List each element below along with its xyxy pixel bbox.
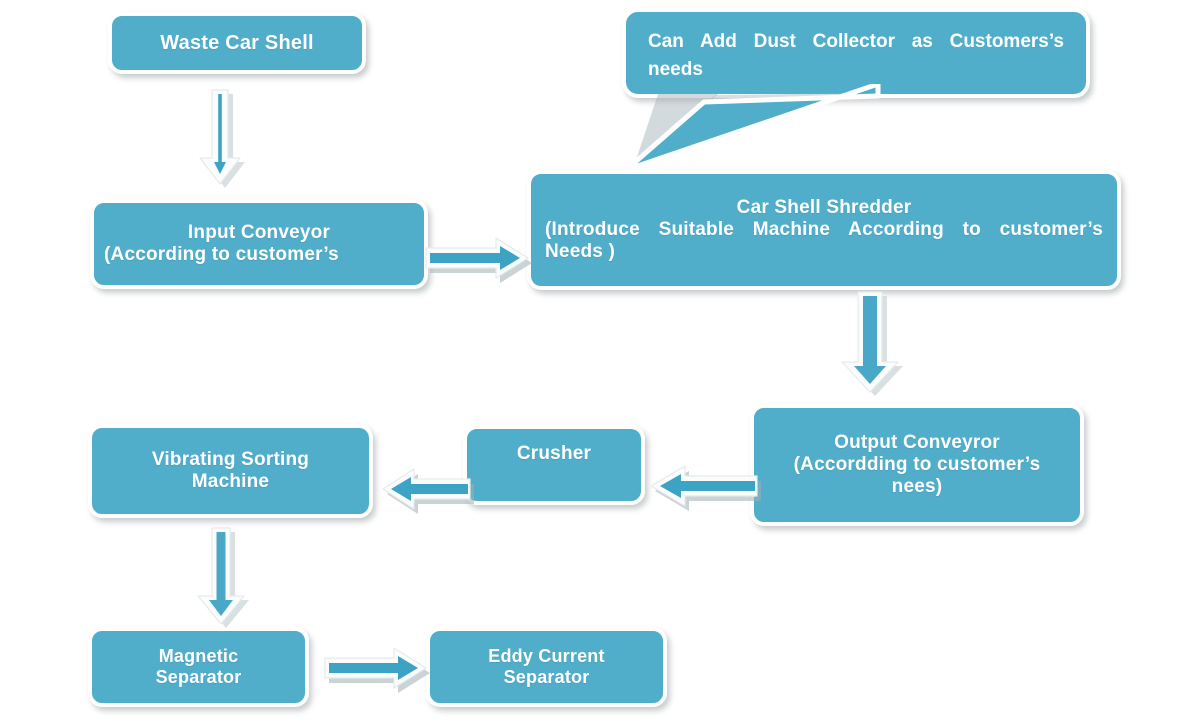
node-magnetic-separator-line-1: Magnetic [158, 646, 239, 666]
node-car-shell-shredder[interactable]: Car Shell Shredder (Introduce Suitable M… [527, 170, 1121, 290]
callout-dust-collector[interactable]: Can Add Dust Collector as Customers’s ne… [622, 8, 1090, 98]
arrow-shredder-to-output-conveyor [836, 288, 918, 400]
node-car-shell-shredder-line-1: Car Shell Shredder [736, 197, 912, 218]
node-input-conveyor[interactable]: Input Conveyor (According to customer’s [90, 199, 428, 289]
node-output-conveyor-line-1: Output Conveyror [834, 432, 1000, 453]
node-waste-car-shell-label: Waste Car Shell [160, 31, 314, 54]
node-output-conveyor-line-2: (Accordding to customer’s [793, 454, 1041, 475]
arrow-input-conveyor-to-shredder [422, 234, 536, 292]
node-eddy-current-separator-line-1: Eddy Current [488, 646, 605, 666]
callout-tail [612, 81, 882, 180]
node-crusher-label: Crusher [516, 443, 592, 464]
node-vibrating-sorting-machine-line-2: Machine [191, 471, 270, 492]
arrow-output-conveyor-to-crusher [645, 462, 761, 518]
node-eddy-current-separator-line-2: Separator [503, 667, 590, 687]
callout-line-2: needs [648, 58, 703, 80]
arrow-crusher-to-vibrating-sorting [378, 465, 474, 523]
node-eddy-current-separator[interactable]: Eddy Current Separator [426, 627, 667, 707]
arrow-vibrating-sorting-to-magnetic-separator [190, 524, 260, 630]
callout-line-1: Can Add Dust Collector as Customers’s [648, 31, 1064, 52]
node-input-conveyor-line-1: Input Conveyor [187, 222, 331, 243]
node-car-shell-shredder-line-2: (Introduce Suitable Machine According to… [545, 219, 1103, 240]
node-magnetic-separator-line-2: Separator [155, 667, 242, 687]
node-output-conveyor-line-3: nees) [891, 476, 943, 497]
node-crusher[interactable]: Crusher [463, 425, 645, 505]
node-car-shell-shredder-line-3: Needs ) [545, 241, 616, 262]
node-input-conveyor-line-2: (According to customer’s [104, 244, 339, 265]
node-output-conveyor[interactable]: Output Conveyror (Accordding to customer… [750, 404, 1084, 526]
node-vibrating-sorting-machine-line-1: Vibrating Sorting [151, 449, 310, 470]
node-vibrating-sorting-machine[interactable]: Vibrating Sorting Machine [88, 424, 373, 518]
node-magnetic-separator[interactable]: Magnetic Separator [88, 627, 309, 707]
node-waste-car-shell[interactable]: Waste Car Shell [108, 12, 366, 74]
arrow-waste-shell-to-input-conveyor [190, 84, 254, 190]
arrow-magnetic-to-eddy-current-separator [322, 645, 434, 701]
